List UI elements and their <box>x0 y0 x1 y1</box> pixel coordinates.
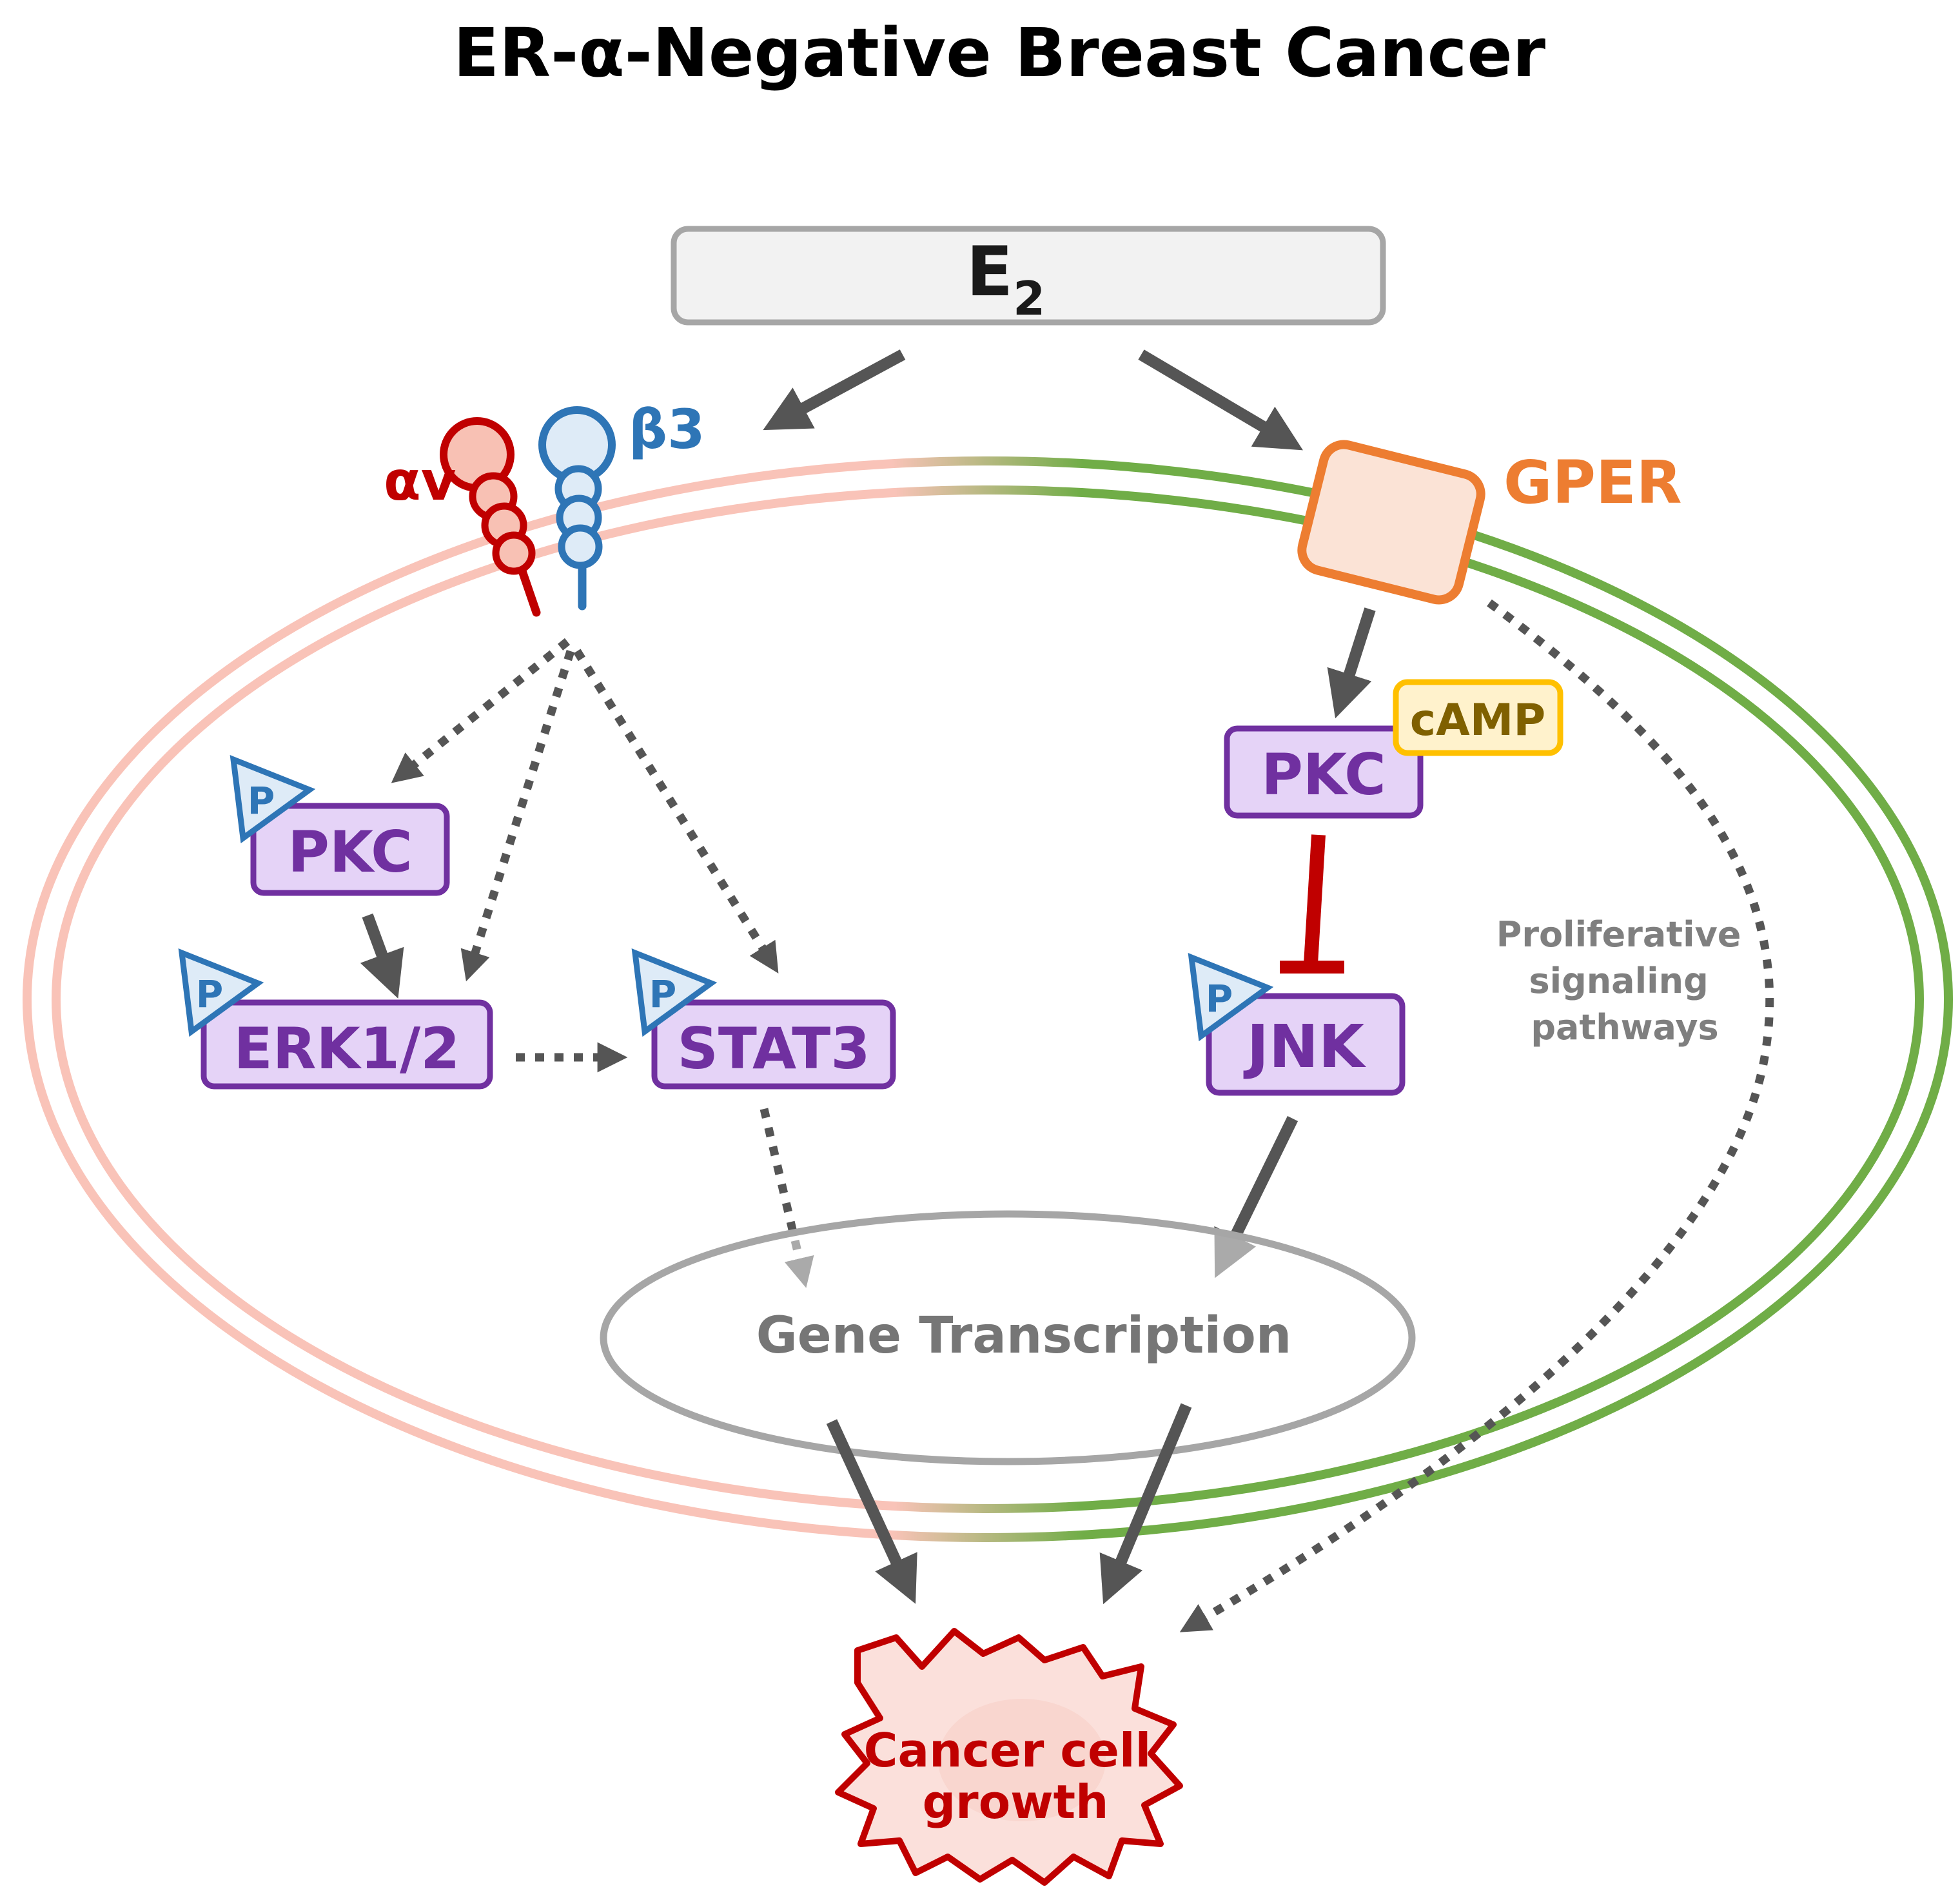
cancer-cell-growth-label: Cancer cell growth <box>864 1723 1168 1829</box>
diagram-title: ER-α-Negative Breast Cancer <box>453 14 1545 92</box>
gper-receptor <box>1297 440 1485 605</box>
erk-label: ERK1/2 <box>234 1015 460 1082</box>
beta-3-label: β3 <box>629 398 705 461</box>
integrin-beta-3 <box>538 406 616 611</box>
gene-transcription-nucleus: Gene Transcription <box>600 1210 1416 1465</box>
arrow-e2-to-gper <box>1138 349 1303 451</box>
cancer-cell-growth: Cancer cell growth <box>835 1628 1183 1886</box>
jnk-node: JNK <box>1206 993 1406 1096</box>
phospho-tag-pkc-left: P <box>230 755 316 844</box>
arrow-gene-to-cancer-left <box>826 1419 917 1604</box>
pkc-left-node: PKC <box>250 803 450 896</box>
pkc-left-label: PKC <box>288 819 412 885</box>
svg-text:P: P <box>196 972 224 1016</box>
arrow-e2-to-integrin <box>763 349 906 431</box>
integrin-alpha-v <box>440 417 541 617</box>
e2-box: E2 <box>671 226 1386 326</box>
gene-transcription-label: Gene Transcription <box>756 1307 1292 1365</box>
phospho-tag-stat3: P <box>631 948 718 1037</box>
camp-label: cAMP <box>1410 695 1545 746</box>
arrow-gper-to-cancer-dotted <box>1179 599 1774 1632</box>
phospho-tag-jnk: P <box>1188 953 1274 1042</box>
stat3-label: STAT3 <box>677 1015 870 1082</box>
cell-membrane <box>23 456 1953 1542</box>
gper-label: GPER <box>1504 448 1682 517</box>
stat3-node: STAT3 <box>651 999 896 1090</box>
arrow-gene-to-cancer-right <box>1099 1403 1192 1605</box>
alpha-v-label: αv <box>384 449 456 513</box>
integrin-signal-arrows <box>391 638 779 982</box>
arrow-gper-to-pkc <box>1327 607 1376 719</box>
inhibition-pkc-jnk <box>1280 834 1344 974</box>
camp-badge: cAMP <box>1393 679 1563 756</box>
svg-text:P: P <box>649 972 677 1016</box>
pkc-right-node: PKC <box>1224 725 1424 819</box>
erk-node: ERK1/2 <box>201 999 493 1090</box>
proliferative-pathways-label: Proliferative signaling pathways <box>1496 914 1753 1048</box>
svg-text:P: P <box>248 779 275 823</box>
arrow-pkc-to-erk <box>360 913 404 999</box>
svg-text:P: P <box>1206 977 1233 1021</box>
jnk-label: JNK <box>1243 1012 1367 1081</box>
phospho-tag-erk: P <box>178 948 264 1037</box>
e2-label: E2 <box>966 232 1046 326</box>
pkc-right-label: PKC <box>1261 741 1386 808</box>
